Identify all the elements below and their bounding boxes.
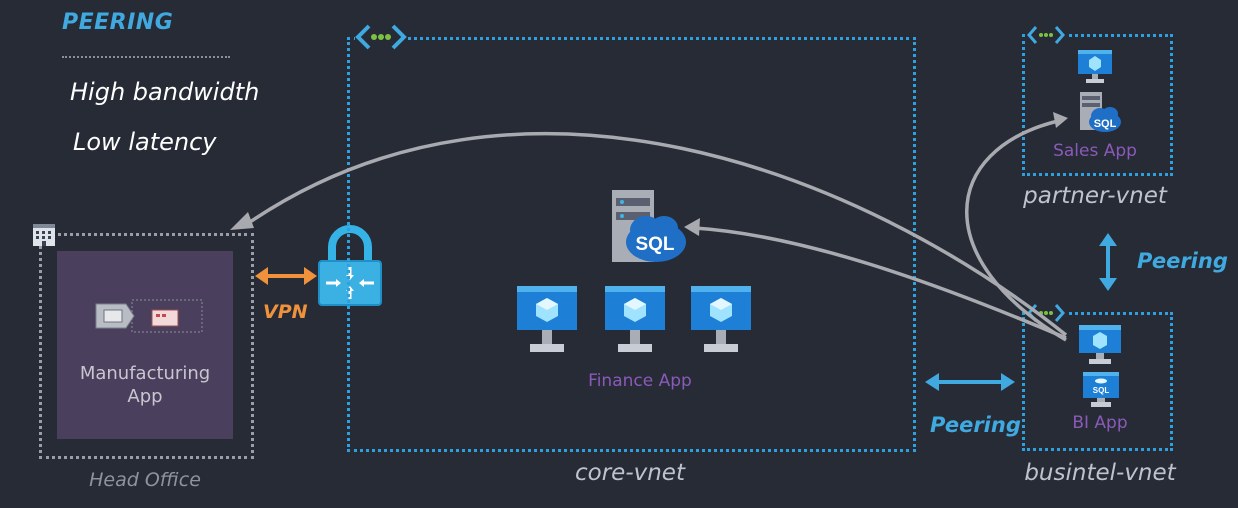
vnet-icon-core: [355, 22, 407, 52]
vm-icon-finance-2: [605, 286, 665, 352]
core-vnet-box: [347, 37, 916, 452]
manufacturing-app-label: Manufacturing App: [57, 362, 233, 408]
manufacturing-app-icon: [95, 299, 203, 333]
vm-icon-bi: [1079, 325, 1121, 364]
flow-arrow-to-head-office: [249, 131, 1068, 337]
building-icon: [33, 224, 55, 246]
flow-arrow-to-sql: [694, 226, 1067, 340]
manufacturing-app-label-line1: Manufacturing: [79, 363, 211, 384]
sql-vm-icon-bi: SQL: [1083, 372, 1119, 407]
sql-server-icon-core: SQL: [612, 190, 686, 262]
head-office-label: Head Office: [89, 469, 201, 491]
sql-text-core: SQL: [635, 234, 674, 255]
vnet-icon-partner: [1026, 24, 1066, 46]
peering-label-vertical: Peering: [1137, 249, 1228, 273]
flow-arrow-to-sales: [965, 119, 1067, 342]
busintel-vnet-box: [1022, 312, 1173, 451]
vm-icon-finance-1: [517, 286, 577, 352]
sales-app-label: Sales App: [1053, 141, 1137, 161]
vpn-label: VPN: [263, 301, 308, 323]
peering-label-horizontal: Peering: [930, 413, 1021, 437]
bi-app-label: BI App: [1072, 413, 1128, 433]
legend-divider: [62, 56, 230, 58]
finance-app-vms: [517, 286, 751, 352]
sql-text-sales: SQL: [1094, 118, 1117, 130]
partner-vnet-label: partner-vnet: [1023, 183, 1167, 209]
legend-bullet-bandwidth: High bandwidth: [70, 78, 260, 106]
flow-arrowhead-sql: [684, 218, 700, 236]
vm-icon-finance-3: [691, 286, 751, 352]
sql-text-bi: SQL: [1093, 386, 1110, 395]
partner-vnet-box: [1022, 34, 1173, 176]
busintel-vnet-label: businte‌l-vnet: [1024, 460, 1176, 486]
legend-title: PEERING: [62, 10, 174, 35]
head-office-box: [39, 233, 254, 459]
manufacturing-app-label-line2: App: [127, 386, 163, 407]
finance-app-label: Finance App: [588, 371, 692, 391]
core-vnet-label: core-vnet: [575, 460, 685, 486]
flow-arrowhead-sales: [1053, 112, 1068, 128]
peering-arrow-horizontal: [925, 373, 1015, 391]
peering-arrow-vertical: [1099, 233, 1117, 291]
vpn-double-arrow: [255, 267, 317, 285]
flow-arrowhead-head-office: [230, 212, 254, 230]
sql-server-icon-sales: SQL: [1080, 92, 1121, 132]
manufacturing-app-panel: [57, 251, 233, 439]
legend-bullet-latency: Low latency: [73, 128, 217, 156]
vm-icon-sales: [1078, 50, 1112, 83]
vpn-gateway-lock-icon: [318, 225, 382, 306]
